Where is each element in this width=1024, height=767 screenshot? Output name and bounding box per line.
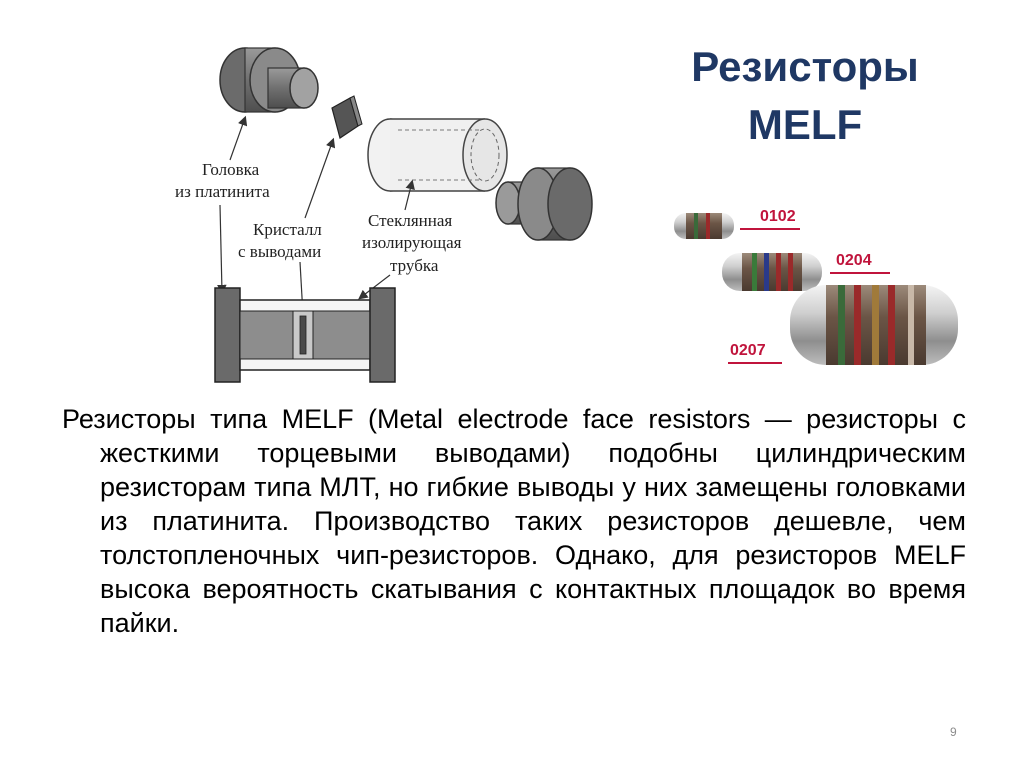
resistor-0102 <box>674 213 734 239</box>
code-label-0204: 0204 <box>836 252 872 269</box>
code-label-0102: 0102 <box>760 208 796 225</box>
platinite-head-right <box>495 167 593 241</box>
melf-exploded-diagram: Головка из платинита Кристалл с выводами… <box>175 47 593 383</box>
page-number: 9 <box>950 725 957 739</box>
resistor-0204 <box>722 253 822 291</box>
slide-title: Резисторы MELF <box>640 38 970 154</box>
label-glass-line2: изолирующая <box>362 233 462 252</box>
code-label-0207: 0207 <box>730 342 766 359</box>
crystal-chip <box>331 95 363 139</box>
body-text: Резисторы типа MELF (Metal electrode fac… <box>62 402 966 640</box>
body-paragraph: Резисторы типа MELF (Metal electrode fac… <box>62 404 966 638</box>
label-head-line1: Головка <box>202 160 260 179</box>
title-line-1: Резисторы <box>691 43 919 90</box>
assembled-cross-section <box>214 287 396 383</box>
label-head-line2: из платинита <box>175 182 270 201</box>
platinite-head-left <box>219 47 319 113</box>
label-glass-line3: трубка <box>390 256 439 275</box>
title-line-2: MELF <box>747 101 863 148</box>
label-glass-line1: Стеклянная <box>368 211 452 230</box>
label-crystal-line2: с выводами <box>238 242 321 261</box>
melf-resistors-photo: 0102 0204 0207 <box>674 208 958 365</box>
glass-tube <box>367 118 508 192</box>
label-crystal-line1: Кристалл <box>253 220 322 239</box>
resistor-0207 <box>790 285 958 365</box>
